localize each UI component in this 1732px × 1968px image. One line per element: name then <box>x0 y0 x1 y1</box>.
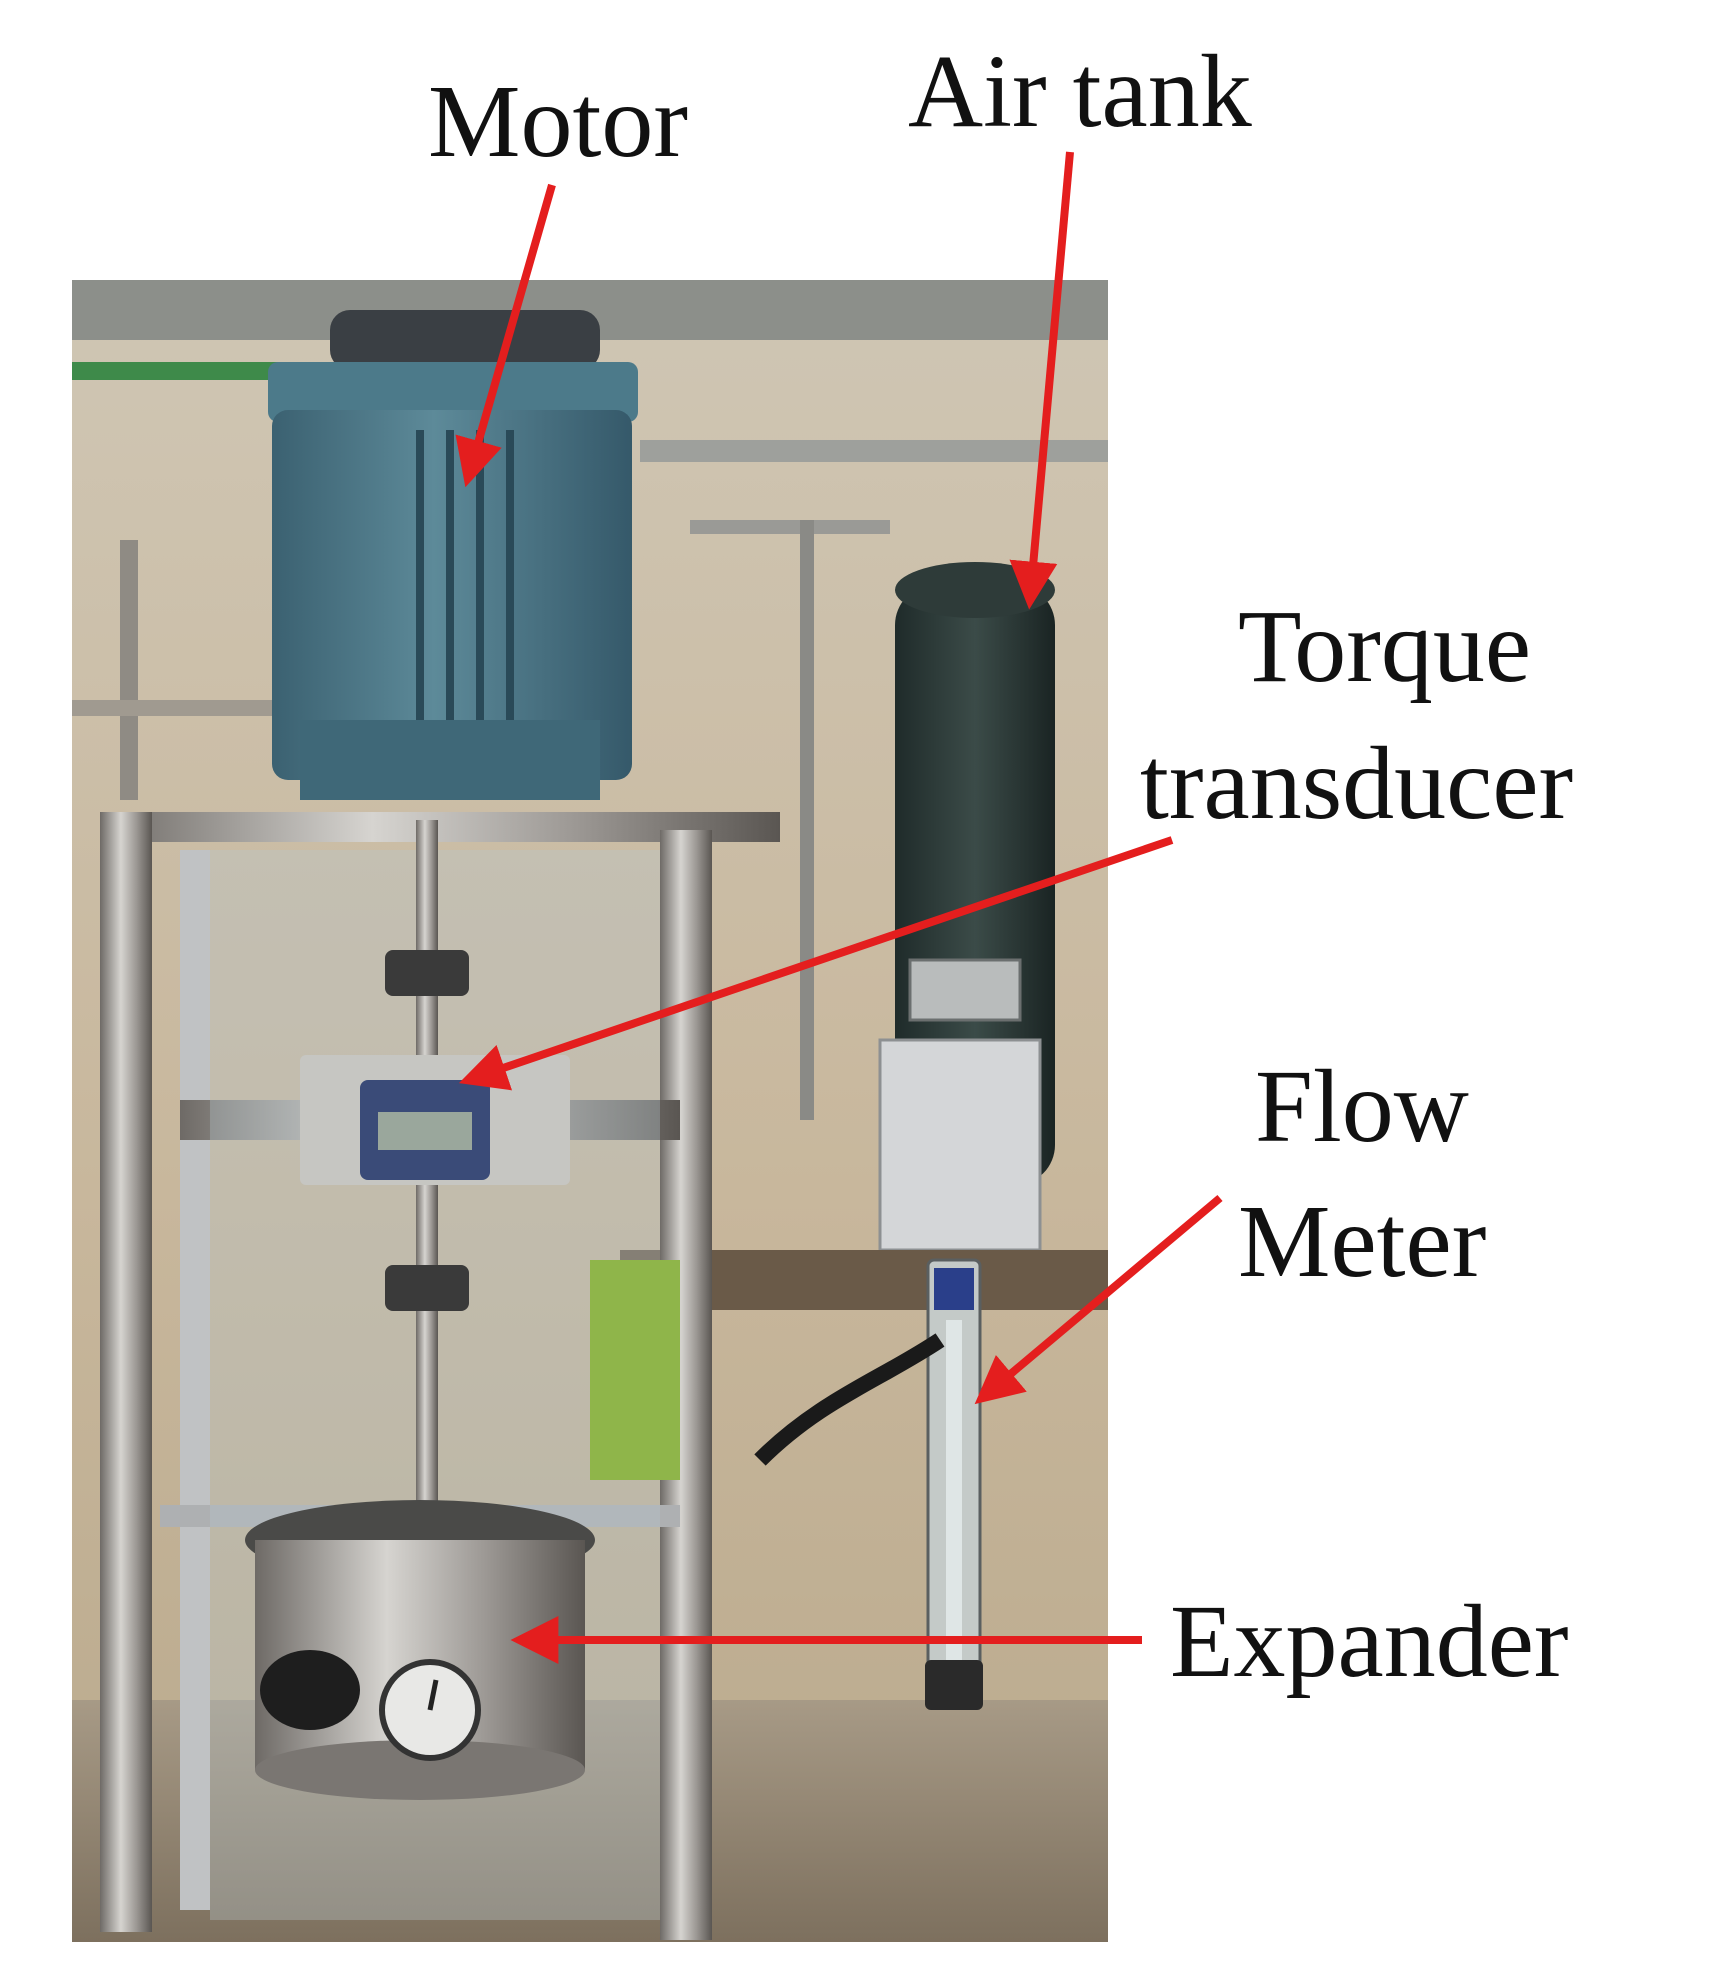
vertical-pipe-left <box>120 540 138 800</box>
shaft <box>416 820 438 1640</box>
horizontal-pipe <box>72 700 272 716</box>
floor <box>72 1700 1108 1942</box>
label-expander: Expander <box>1170 1584 1569 1699</box>
instrument-box <box>908 958 1022 1022</box>
photo <box>72 280 1108 1942</box>
motor <box>268 310 638 800</box>
overhead-pipe <box>640 440 1108 462</box>
label-torque: Torque <box>1238 589 1532 704</box>
cabinet <box>878 1038 1042 1252</box>
arrow-flow-meter <box>974 1194 1223 1405</box>
label-air-tank: Air tank <box>908 34 1252 149</box>
arrow-motor <box>455 183 556 488</box>
flow-meter <box>925 1258 983 1710</box>
label-motor: Motor <box>428 64 688 179</box>
pipe-rack-post <box>800 520 814 1120</box>
label-flow: Flow <box>1255 1049 1469 1164</box>
torque-transducer <box>300 1055 570 1185</box>
coupling-upper <box>385 950 469 996</box>
black-hose <box>754 1333 945 1466</box>
label-meter: Meter <box>1238 1184 1487 1299</box>
pipe-rack <box>690 520 890 534</box>
arrow-torque-transducer <box>458 836 1174 1091</box>
label-transducer: transducer <box>1140 726 1574 841</box>
arrow-air-tank <box>1009 151 1074 610</box>
green-module <box>590 1260 680 1480</box>
annotation-arrows <box>455 151 1223 1664</box>
expander <box>245 1500 595 1800</box>
green-pipe <box>72 362 312 380</box>
coupling-lower <box>385 1265 469 1311</box>
